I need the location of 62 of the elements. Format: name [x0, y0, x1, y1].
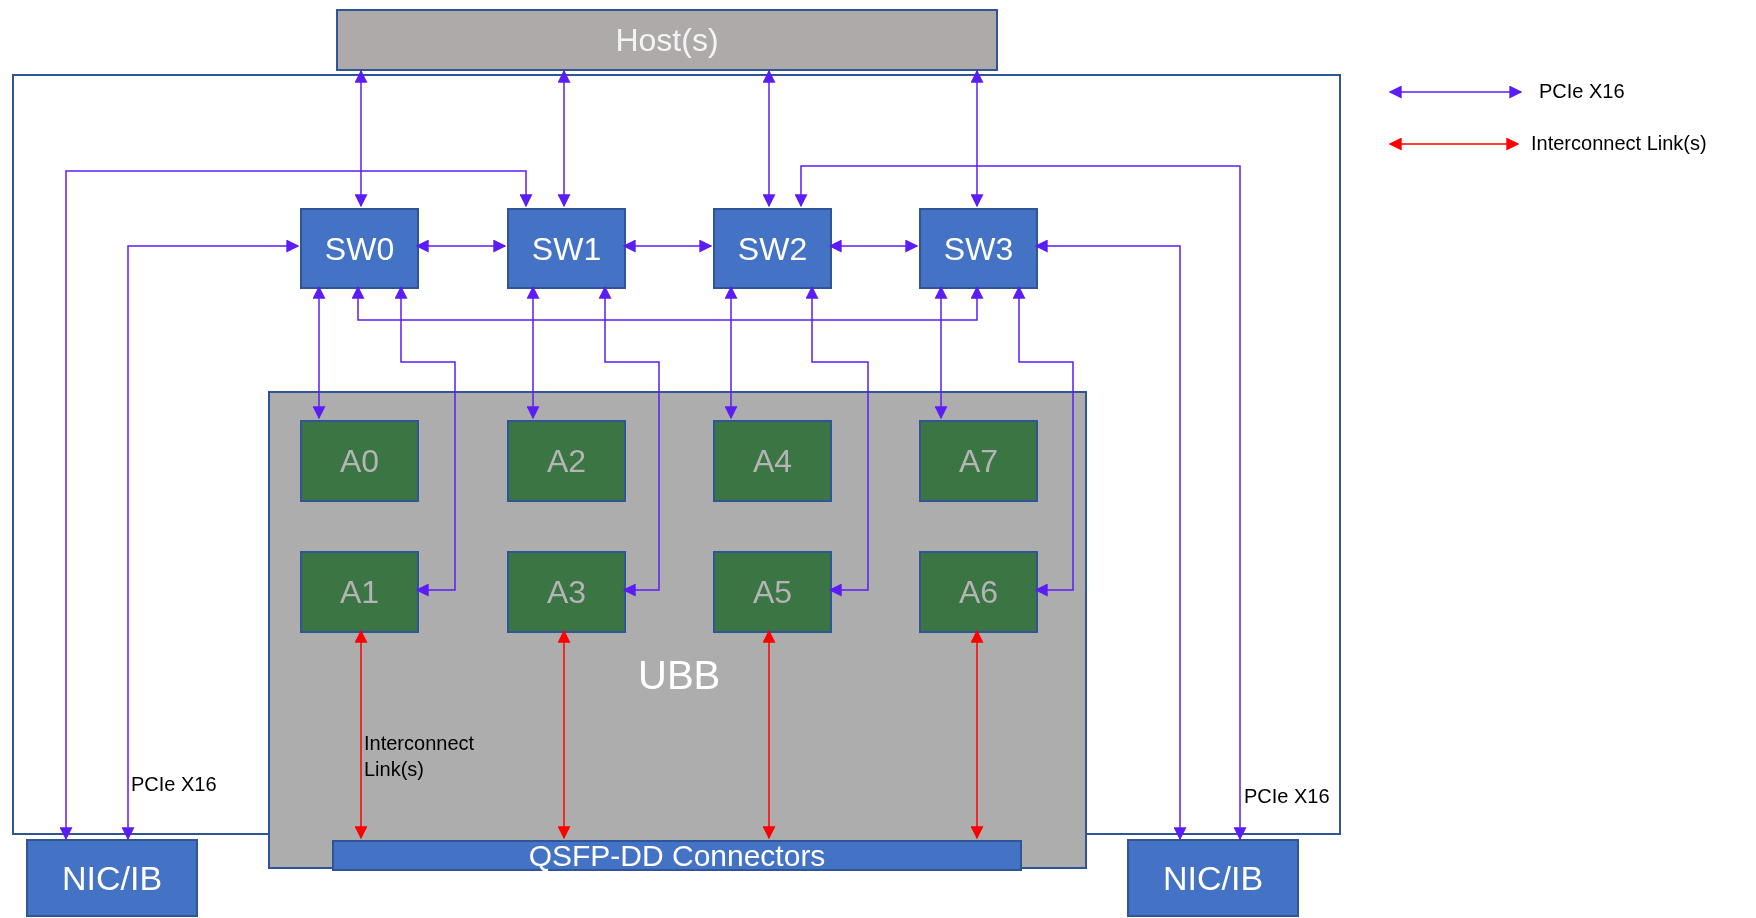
- arrow: [59, 170, 533, 841]
- box-label: SW0: [324, 232, 395, 265]
- box-label: A7: [958, 445, 999, 477]
- arrow: [415, 239, 507, 253]
- box-label: QSFP-DD Connectors: [528, 840, 826, 871]
- legend-label: PCIe X16: [1539, 80, 1625, 103]
- arrow: [557, 629, 571, 840]
- arrow: [1012, 285, 1074, 597]
- box-label: A4: [752, 445, 793, 477]
- arrow: [121, 239, 300, 841]
- arrow: [762, 629, 776, 840]
- accelerator-box: [300, 420, 419, 502]
- accelerator-box: [507, 551, 626, 633]
- arrow: [354, 69, 368, 208]
- arrow: [828, 239, 919, 253]
- box-label: A1: [339, 576, 380, 608]
- box-label: A3: [546, 576, 587, 608]
- arrow: [934, 285, 948, 420]
- box-label: A2: [546, 445, 587, 477]
- connector-bar: [332, 840, 1022, 871]
- box-label: UBB: [638, 655, 721, 695]
- arrow: [598, 285, 660, 597]
- arrow: [794, 165, 1247, 841]
- box-label: SW2: [737, 232, 808, 265]
- box-label: NIC/IB: [1162, 861, 1264, 895]
- switch-box: [919, 208, 1038, 289]
- baseboard-panel: [268, 391, 1087, 869]
- legend-label: Interconnect Link(s): [1531, 132, 1707, 155]
- arrow: [805, 285, 869, 597]
- arrow: [351, 285, 984, 321]
- box-label: SW1: [531, 232, 602, 265]
- arrow: [354, 629, 368, 840]
- arrow: [622, 239, 713, 253]
- box-label: A5: [752, 576, 793, 608]
- box-label: NIC/IB: [61, 861, 163, 895]
- switch-box: [300, 208, 419, 289]
- accelerator-box: [300, 551, 419, 633]
- arrow: [724, 285, 738, 420]
- arrow: [970, 69, 984, 208]
- arrow: [526, 285, 540, 420]
- system-frame: [12, 74, 1341, 835]
- box-label: A6: [958, 576, 999, 608]
- switch-box: [507, 208, 626, 289]
- arrow: [970, 629, 984, 840]
- arrow: [762, 69, 776, 208]
- accelerator-box: [507, 420, 626, 502]
- box-label: Host(s): [615, 24, 719, 56]
- box-label: SW3: [943, 232, 1014, 265]
- arrow: [394, 285, 456, 597]
- accelerator-box: [919, 551, 1038, 633]
- accelerator-box: [919, 420, 1038, 502]
- arrow: [557, 69, 571, 208]
- box-label: A0: [339, 445, 380, 477]
- nic-box: [1127, 839, 1299, 917]
- switch-box: [713, 208, 832, 289]
- host-box: [336, 9, 998, 71]
- accelerator-box: [713, 420, 832, 502]
- arrow: [312, 285, 326, 420]
- arrow: [1034, 239, 1187, 841]
- accelerator-box: [713, 551, 832, 633]
- nic-box: [26, 839, 198, 917]
- edge-label: PCIe X16: [131, 772, 217, 797]
